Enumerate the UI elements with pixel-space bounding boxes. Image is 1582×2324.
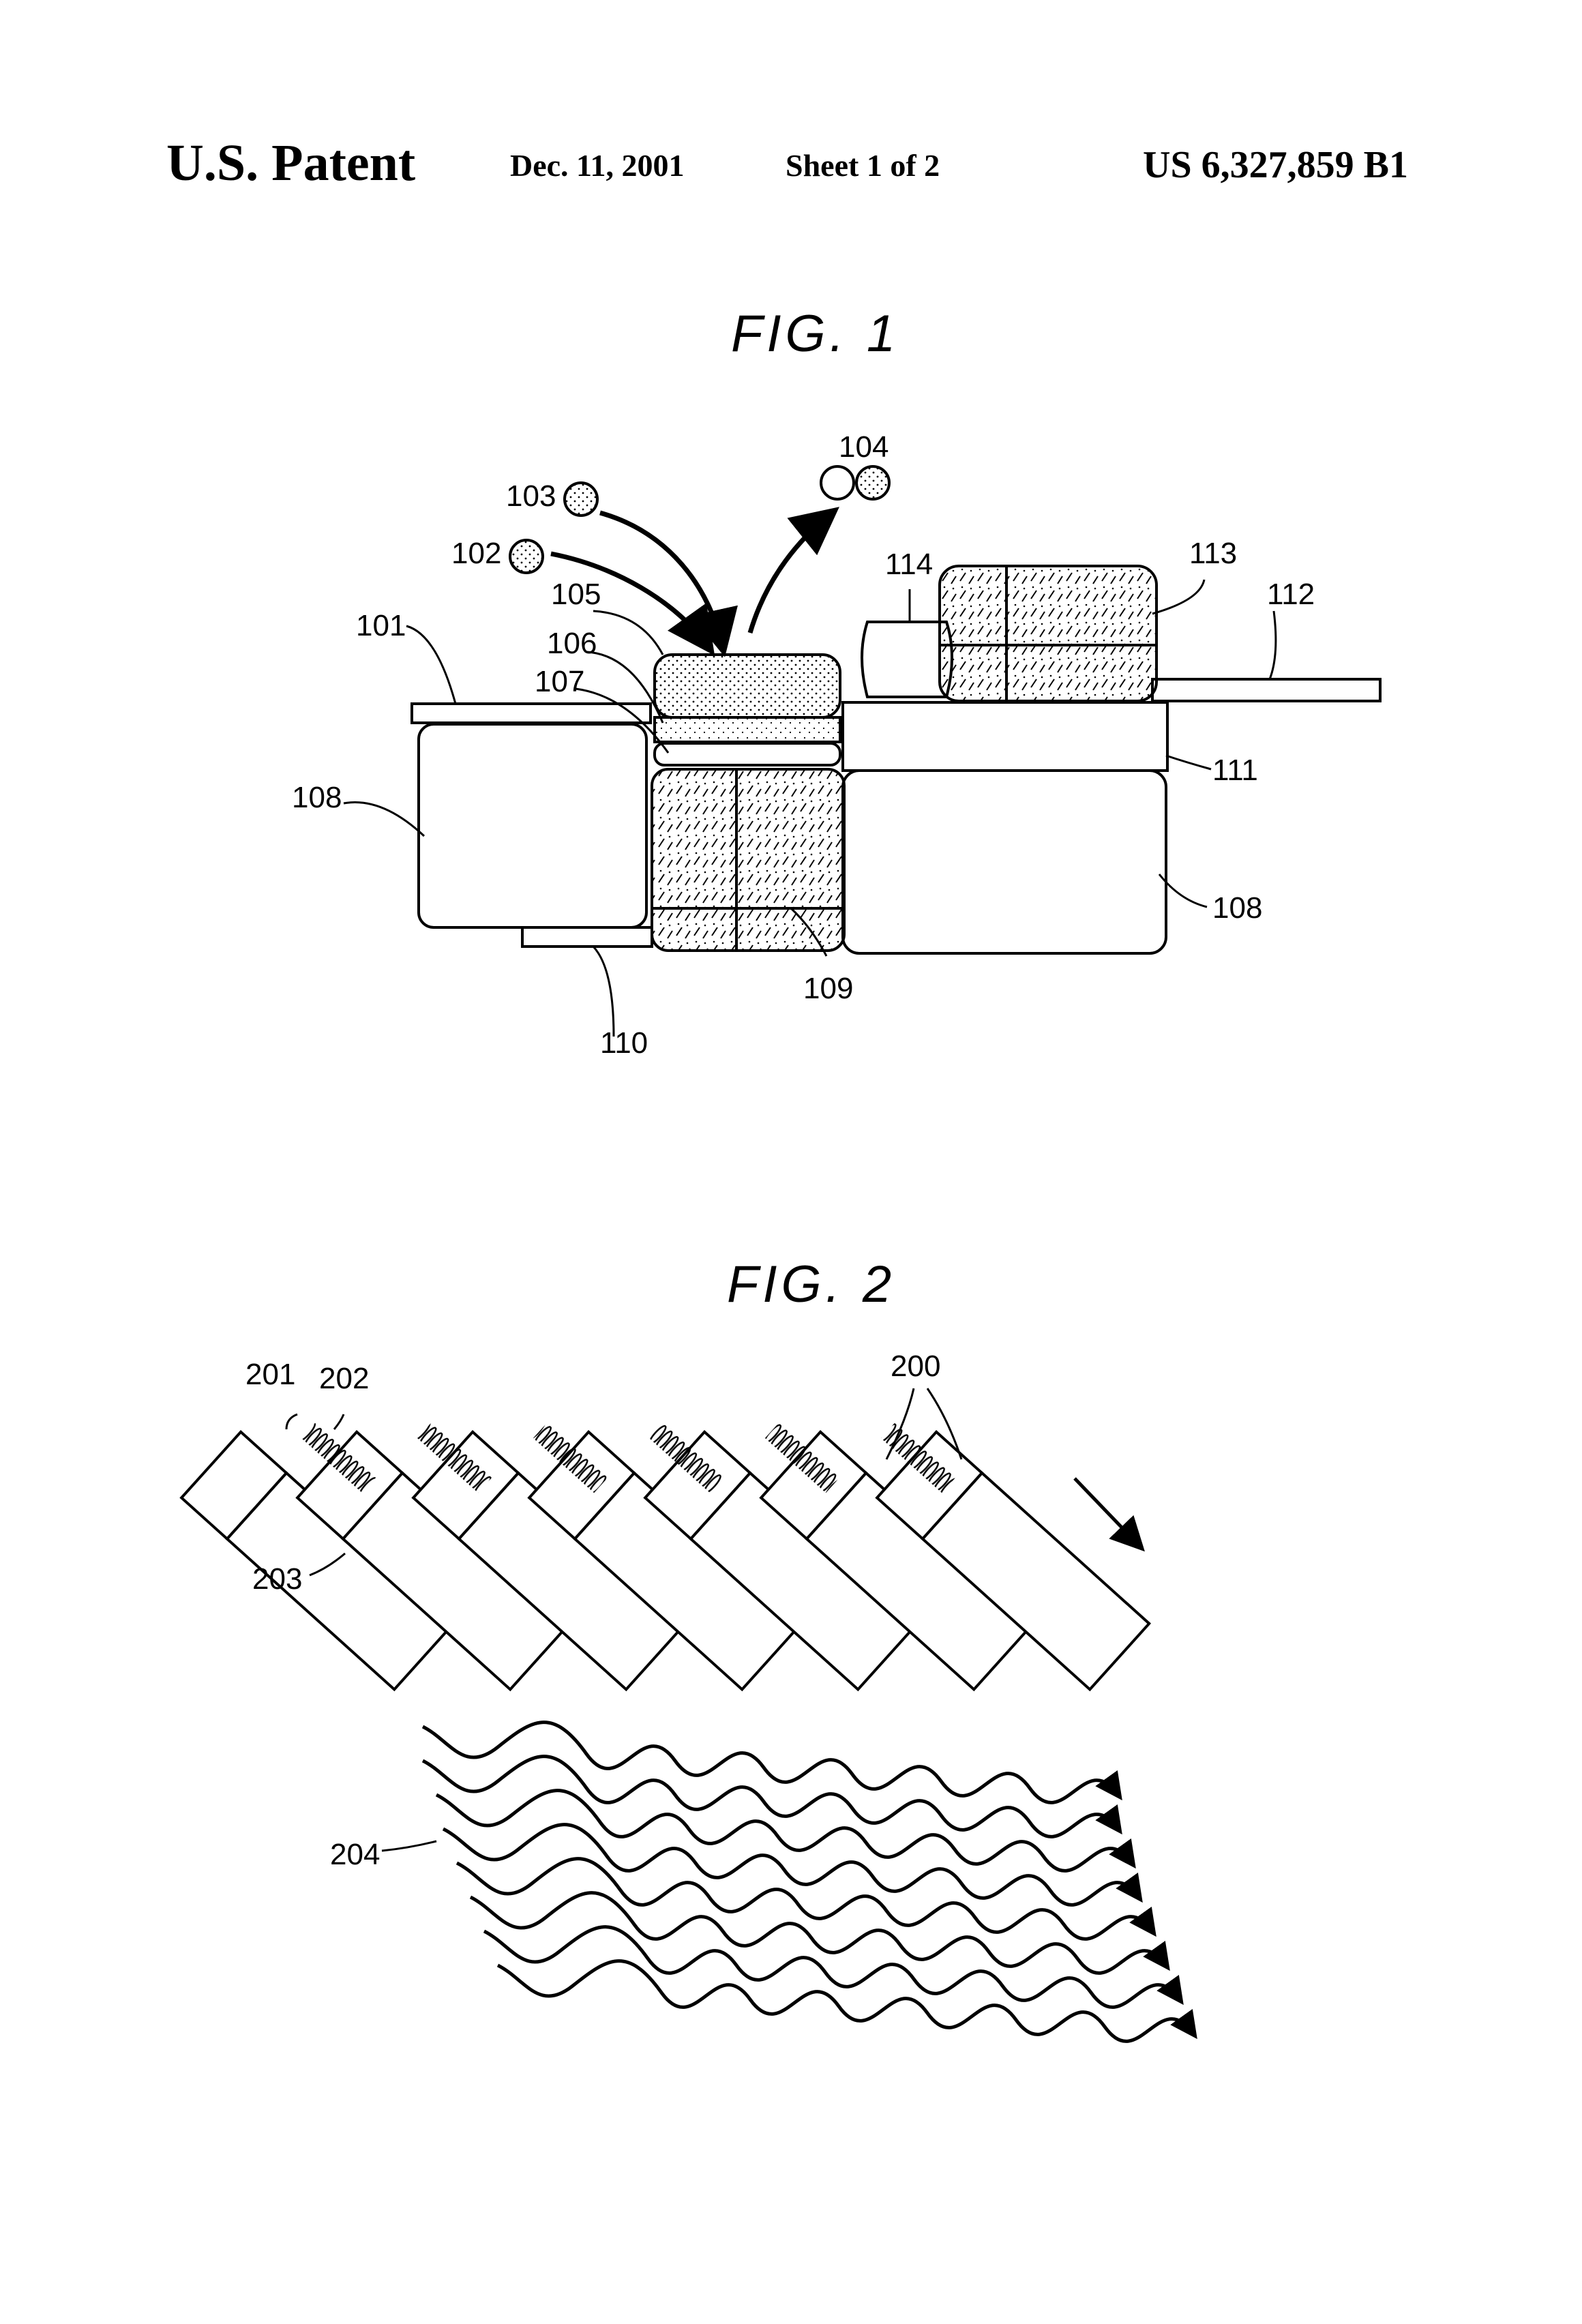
- label-105: 105: [551, 578, 601, 611]
- label-113: 113: [1189, 537, 1237, 570]
- label-108-left: 108: [292, 781, 342, 814]
- label-202: 202: [319, 1362, 369, 1395]
- label-203: 203: [252, 1562, 302, 1596]
- element-101-plate: [412, 704, 651, 723]
- label-111: 111: [1212, 754, 1258, 787]
- waves-204: [423, 1723, 1193, 2042]
- gas-molecule-104a: [821, 466, 854, 499]
- label-204: 204: [330, 1838, 380, 1871]
- label-103: 103: [506, 479, 556, 513]
- element-106-layer: [655, 717, 840, 742]
- element-108-right: [843, 771, 1166, 953]
- gas-molecule-103: [565, 483, 597, 516]
- label-106: 106: [547, 627, 597, 660]
- element-113-cells: [940, 566, 1156, 701]
- element-105-layer: [655, 655, 840, 717]
- gas-molecule-104b: [856, 466, 889, 499]
- label-114: 114: [885, 548, 933, 581]
- label-108-right: 108: [1212, 891, 1262, 925]
- label-112: 112: [1267, 578, 1315, 611]
- gas-molecule-102: [510, 540, 543, 573]
- label-110: 110: [600, 1026, 648, 1060]
- label-101: 101: [356, 609, 406, 642]
- element-109-cells: [652, 769, 844, 951]
- arrow-104-out: [750, 513, 832, 633]
- figure-2-drawing: [181, 1388, 1193, 2041]
- label-201: 201: [245, 1358, 295, 1391]
- label-109: 109: [803, 972, 853, 1005]
- label-104: 104: [839, 430, 889, 464]
- label-102: 102: [451, 537, 501, 570]
- element-108-left: [419, 724, 646, 927]
- element-107-layer: [655, 743, 840, 765]
- motion-arrow: [1075, 1478, 1140, 1547]
- element-112-plate: [1152, 679, 1380, 701]
- arrow-103-in: [600, 513, 723, 648]
- element-110-plate: [522, 927, 652, 947]
- label-200: 200: [891, 1350, 940, 1383]
- element-111-layer: [843, 702, 1167, 771]
- label-107: 107: [535, 665, 584, 698]
